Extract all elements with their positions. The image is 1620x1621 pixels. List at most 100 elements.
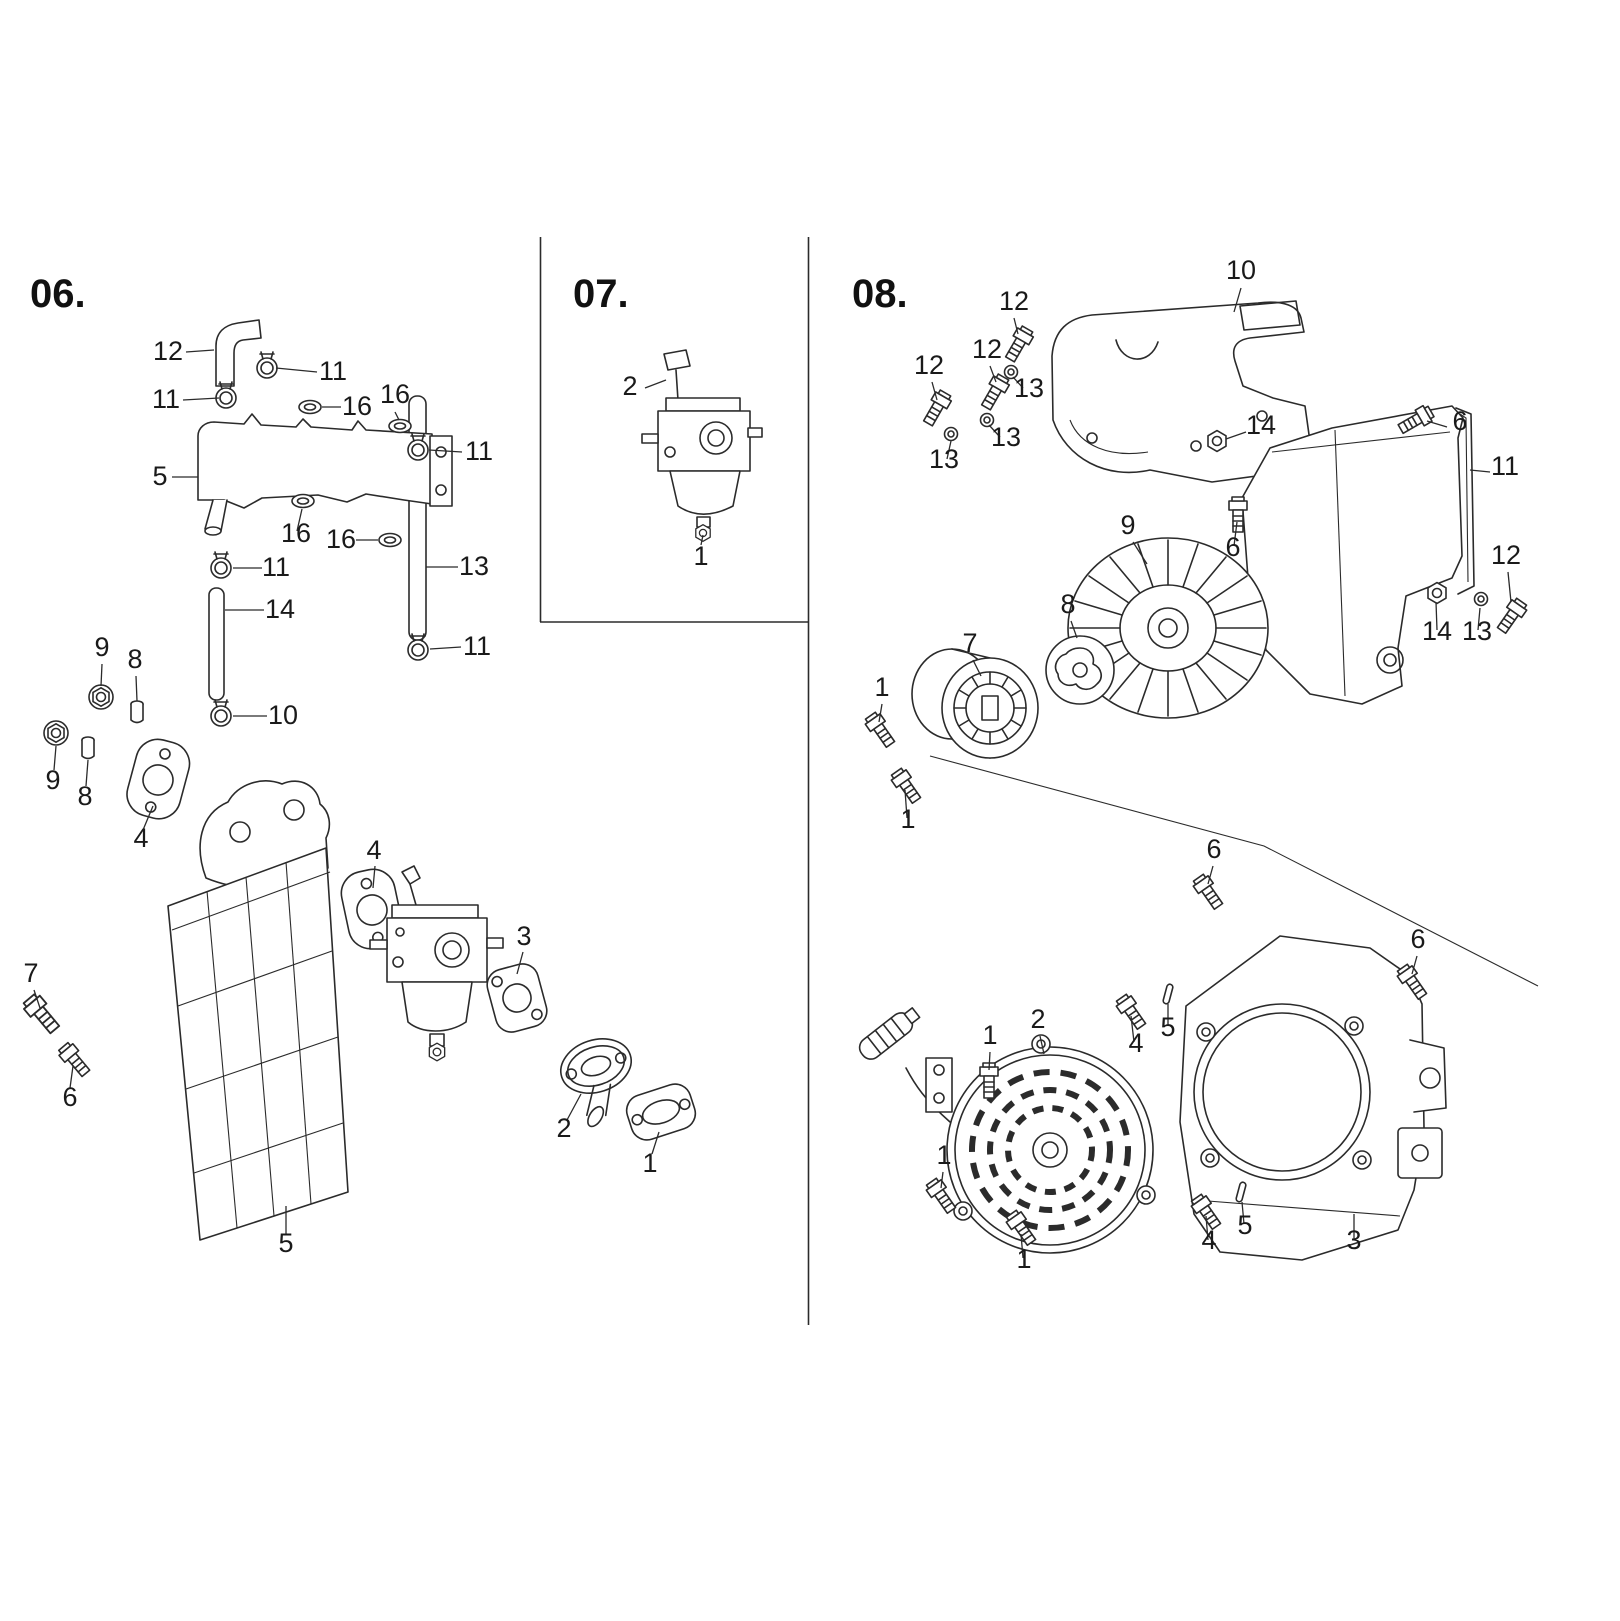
callout-label: 6 (1452, 406, 1467, 436)
flange-hole (435, 484, 447, 496)
carburetor-part (369, 865, 504, 1062)
pawl-plate-part (1045, 635, 1115, 705)
flange-gasket-part (625, 1083, 697, 1141)
section-07-title: 07. (573, 272, 629, 316)
cover-bolt-part (1190, 871, 1227, 913)
grommet-part (298, 399, 322, 415)
washer-part (1473, 591, 1489, 607)
cup-bolt-part (888, 765, 925, 807)
callout-label: 7 (962, 628, 977, 658)
hex-nut-part (1427, 581, 1447, 605)
callout-label: 14 (1422, 616, 1452, 646)
callout-label: 1 (900, 804, 915, 834)
flange-nut-part (88, 684, 114, 710)
callout-label: 16 (326, 524, 356, 554)
callout-label: 16 (380, 379, 410, 409)
callout-label: 9 (1120, 510, 1135, 540)
section-06: 06. (20, 272, 697, 1258)
flange-bolt-part (55, 1039, 94, 1080)
section-08-title: 08. (852, 272, 908, 316)
callout-label: 4 (133, 823, 148, 853)
manifold-body-part (197, 413, 433, 509)
callout-label: 6 (1225, 532, 1240, 562)
callout-label: 1 (982, 1020, 997, 1050)
starter-rope-part (905, 1067, 951, 1123)
callout-label: 6 (1410, 924, 1425, 954)
section-07: 07. 2 1 (573, 272, 763, 571)
callout-label: 3 (516, 921, 531, 951)
callout-label: 5 (1237, 1210, 1252, 1240)
callout-label: 1 (1016, 1244, 1031, 1274)
flange-nut-part (43, 720, 69, 746)
cover-rail-part (1455, 407, 1475, 595)
callout-label: 1 (936, 1140, 951, 1170)
callout-label: 1 (693, 541, 708, 571)
callout-labels-07: 2 1 (622, 371, 708, 571)
callout-label: 13 (1462, 616, 1492, 646)
callout-label: 16 (342, 391, 372, 421)
callout-label: 1 (642, 1148, 657, 1178)
callout-label: 9 (45, 765, 60, 795)
flange-hole (435, 446, 447, 458)
callout-label: 1 (874, 672, 889, 702)
callout-label: 4 (1201, 1225, 1216, 1255)
callout-label: 10 (1226, 255, 1256, 285)
elbow-hose-part (215, 319, 262, 387)
insulator-gasket-part (486, 963, 548, 1033)
callout-label: 11 (262, 552, 290, 582)
recoil-starter-part (858, 1007, 1156, 1254)
shroud-bolt-part (1001, 323, 1037, 365)
callout-label: 2 (556, 1113, 571, 1143)
callout-label: 14 (265, 594, 295, 624)
callout-label: 5 (1160, 1012, 1175, 1042)
grommet-part (291, 493, 315, 509)
breather-manifold-assembly (43, 319, 453, 760)
flange-bolt-part (20, 991, 64, 1038)
fan-cover-part (1179, 935, 1447, 1261)
rope-guide-bracket-part (925, 1057, 953, 1113)
grommet-part (378, 532, 402, 548)
callout-label: 2 (1030, 1004, 1045, 1034)
callout-label: 8 (1060, 589, 1075, 619)
leader-lines-07 (644, 379, 704, 546)
callout-label: 9 (94, 632, 109, 662)
callout-label: 12 (999, 286, 1029, 316)
choke-lever-part (663, 349, 691, 371)
hose-clamp-part (210, 699, 232, 727)
callout-label: 4 (1128, 1028, 1143, 1058)
carburetor-assembly-part (641, 349, 763, 542)
callout-label: 13 (929, 444, 959, 474)
callout-label: 11 (1491, 451, 1519, 481)
leader-lines-06 (33, 349, 660, 1234)
callout-label: 3 (1346, 1225, 1361, 1255)
callout-labels-08: 12 10 12 13 12 13 13 14 6 11 6 9 8 7 12 … (874, 255, 1521, 1274)
callout-label: 12 (1491, 540, 1521, 570)
cover-bolt-part (1493, 595, 1530, 637)
callout-label: 11 (152, 384, 180, 414)
callout-label: 4 (366, 835, 381, 865)
callout-label: 12 (972, 334, 1002, 364)
shroud-bolt-part (919, 387, 955, 429)
callout-label: 11 (465, 436, 493, 466)
callout-label: 8 (127, 644, 142, 674)
alignment-guide-line (929, 755, 1539, 987)
insulator-part (560, 1038, 632, 1128)
section-dividers (539, 237, 810, 1325)
callout-label: 10 (268, 700, 298, 730)
manifold-spout-part (204, 499, 228, 532)
callout-label: 13 (1014, 373, 1044, 403)
spout-tip (204, 526, 222, 536)
air-cleaner-case-part (167, 780, 349, 1241)
callout-label: 12 (914, 350, 944, 380)
callout-label: 14 (1246, 410, 1276, 440)
hose-clamp-part (256, 351, 278, 379)
side-cover-part (1241, 405, 1475, 705)
flywheel-fan-part (1067, 537, 1269, 719)
grommet-part (388, 418, 412, 434)
callout-label: 2 (622, 371, 637, 401)
starter-handle-part (858, 1007, 921, 1060)
leader-lines-08 (878, 287, 1512, 1259)
starter-cup-part (911, 648, 1039, 759)
callout-label: 16 (281, 518, 311, 548)
